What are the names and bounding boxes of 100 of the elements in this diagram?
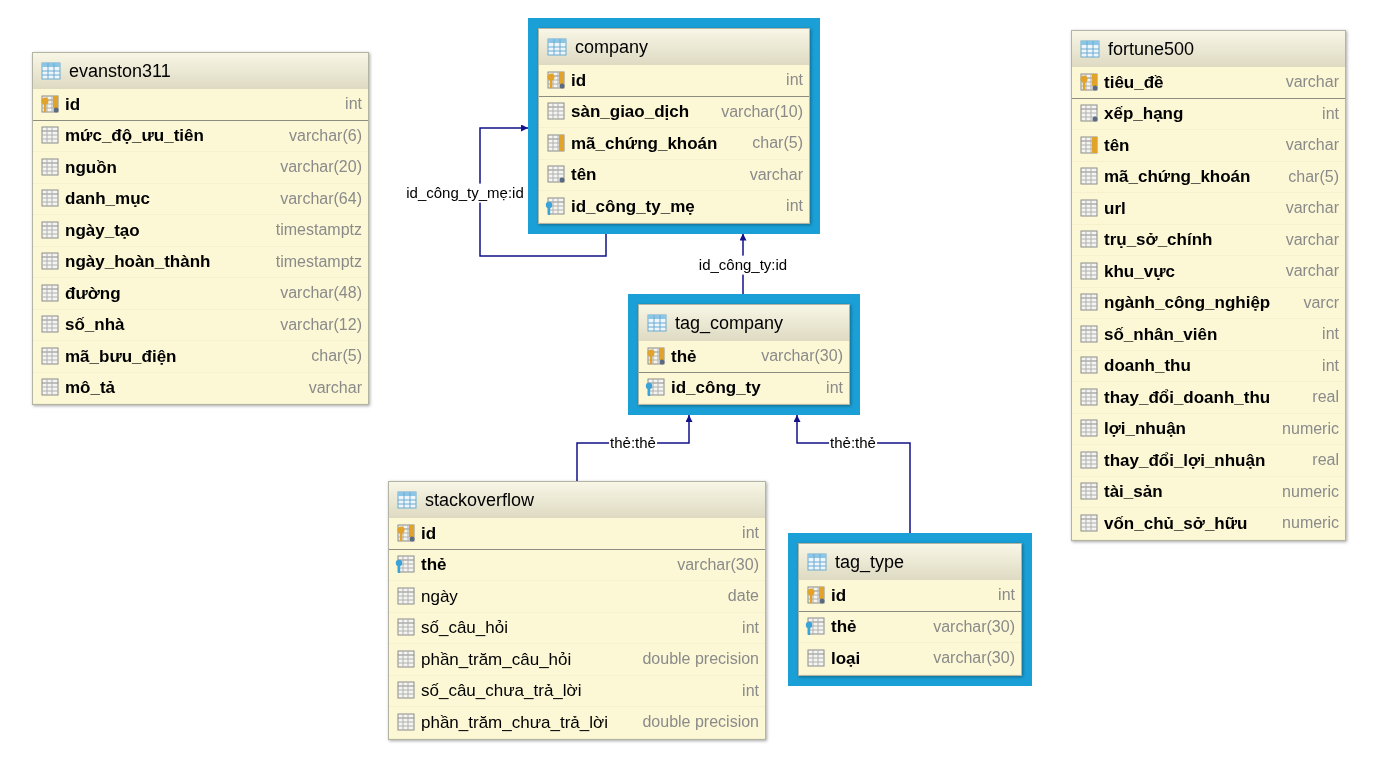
column-row	[1072, 413, 1345, 445]
column-type: char(5)	[1288, 166, 1339, 187]
column-type: char(5)	[311, 346, 362, 367]
column-name: url	[1104, 197, 1126, 220]
column-name: doanh_thu	[1104, 355, 1191, 377]
column-type: varchar(30)	[761, 346, 843, 367]
column-type: numeric	[1282, 513, 1339, 534]
column-type: varchar	[1285, 229, 1339, 250]
column-type: varchar	[1285, 72, 1339, 93]
column-name: mức_độ_ưu_tiên	[65, 125, 204, 147]
table-name: company	[575, 35, 649, 59]
column-type: numeric	[1282, 481, 1339, 502]
column-name: mã_chứng_khoán	[571, 132, 718, 155]
column-name: khu_vực	[1104, 260, 1175, 283]
selected-table	[528, 18, 820, 234]
column-name: số_nhà	[65, 314, 125, 336]
column-row	[639, 372, 849, 404]
table-name: tag_company	[675, 311, 784, 336]
column-name: mô_tả	[65, 377, 116, 399]
column-type: varchar	[749, 164, 803, 185]
column-row	[639, 341, 849, 373]
column-type: int	[742, 523, 759, 544]
column-row	[1072, 193, 1345, 225]
column-row	[33, 372, 368, 404]
column-type: varchar(12)	[280, 314, 362, 335]
column-row	[539, 65, 809, 97]
column-type: varchar(30)	[933, 648, 1015, 669]
column-row	[539, 96, 809, 128]
table-name: fortune500	[1108, 37, 1195, 61]
relationship-arrow	[479, 124, 607, 257]
column-name: ngành_công_nghiệp	[1104, 292, 1271, 314]
column-type: int	[1322, 324, 1339, 345]
column-type: varchar(64)	[280, 188, 362, 209]
table-name: stackoverflow	[425, 488, 535, 512]
column-name: id	[65, 93, 81, 116]
column-row	[33, 309, 368, 341]
column-type: varchar(20)	[280, 157, 362, 178]
column-name: tài_sản	[1104, 481, 1163, 503]
column-name: thay_đổi_doanh_thu	[1104, 386, 1271, 409]
column-name: tiêu_đề	[1104, 71, 1164, 94]
column-row	[389, 675, 765, 707]
column-row	[539, 191, 809, 223]
column-type: int	[742, 680, 759, 701]
column-type: varchar	[1285, 198, 1339, 219]
column-row	[1072, 256, 1345, 288]
column-name: thẻ	[421, 554, 447, 576]
column-name: mã_bưu_điện	[65, 345, 177, 368]
column-row	[33, 183, 368, 215]
column-type: varchar(10)	[721, 101, 803, 122]
column-row	[799, 580, 1021, 612]
column-row	[1072, 130, 1345, 162]
column-type: numeric	[1282, 418, 1339, 439]
column-type: date	[727, 586, 759, 607]
column-name: loại	[831, 647, 861, 670]
column-type: int	[998, 585, 1015, 606]
column-row	[389, 581, 765, 613]
column-type: varchar(6)	[289, 125, 362, 146]
column-type: varcr	[1303, 292, 1339, 313]
column-row	[33, 246, 368, 278]
column-type: char(5)	[752, 133, 803, 154]
column-row	[1072, 476, 1345, 508]
column-row	[1072, 287, 1345, 319]
column-name: đường	[65, 282, 121, 305]
column-name: ngày	[421, 585, 458, 608]
column-name: thẻ	[831, 616, 857, 638]
table	[388, 481, 766, 740]
column-name: số_nhân_viên	[1104, 323, 1218, 346]
column-name: ngày_tạo	[65, 219, 140, 242]
column-row	[1072, 98, 1345, 130]
column-row	[539, 159, 809, 191]
column-row	[389, 612, 765, 644]
column-name: lợi_nhuận	[1104, 418, 1186, 440]
column-name: id	[421, 522, 437, 545]
column-row	[33, 215, 368, 247]
selected-table	[788, 533, 1032, 686]
column-type: real	[1312, 450, 1339, 471]
column-type: double precision	[642, 712, 759, 733]
column-name: trụ_sở_chính	[1104, 229, 1213, 251]
column-type: int	[786, 196, 803, 217]
column-row	[389, 644, 765, 676]
selected-table	[628, 294, 860, 415]
column-type: varchar(30)	[677, 554, 759, 575]
table	[1071, 30, 1346, 541]
column-name: xếp_hạng	[1104, 103, 1184, 125]
column-row	[799, 643, 1021, 675]
column-name: nguồn	[65, 156, 117, 179]
column-type: varchar(30)	[933, 616, 1015, 637]
column-name: phần_trăm_câu_hỏi	[421, 648, 572, 671]
column-name: vốn_chủ_sở_hữu	[1104, 512, 1248, 535]
column-name: id_công_ty_mẹ	[571, 195, 695, 218]
column-name: ngày_hoàn_thành	[65, 251, 211, 273]
column-row	[539, 128, 809, 160]
column-row	[1072, 319, 1345, 351]
column-name: tên	[1104, 134, 1130, 157]
column-name: id_công_ty	[671, 377, 761, 399]
column-name: mã_chứng_khoán	[1104, 166, 1251, 188]
table-name: evanston311	[69, 59, 171, 83]
table-name: tag_type	[835, 550, 905, 575]
column-row	[1072, 508, 1345, 540]
column-row	[33, 341, 368, 373]
